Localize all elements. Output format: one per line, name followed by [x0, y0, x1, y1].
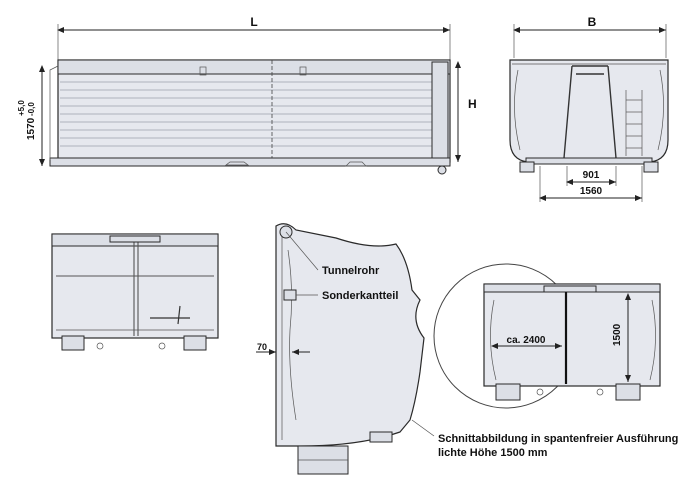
side-container-body: [57, 59, 451, 163]
vertical-tol-plus: +5,0: [17, 100, 26, 116]
side-roller: [437, 165, 447, 175]
top-container-body: [51, 233, 219, 339]
length-label: L: [250, 15, 257, 29]
label-tunnel: Tunnelrohr: [322, 265, 380, 277]
side-base-rail: [49, 157, 451, 167]
height-label: H: [468, 97, 477, 111]
side-ribs: [60, 81, 432, 147]
top-lever: [150, 305, 190, 325]
detail-view: ca. 2400 1500: [433, 263, 661, 409]
outer-dim-label: 1560: [580, 186, 603, 197]
top-roller-left: [61, 335, 85, 351]
end-roller-right: [643, 161, 659, 173]
label-profile: Sonderkantteil: [322, 290, 398, 302]
end-roller-left: [519, 161, 535, 173]
vertical-dim-label: 1570: [26, 117, 37, 140]
end-view: B 901 1560: [509, 15, 669, 202]
side-rear-door: [431, 61, 449, 161]
width-label: B: [588, 15, 597, 29]
end-container-body: [509, 59, 669, 163]
detail-height-label: 1500: [612, 323, 623, 346]
caption-line2: lichte Höhe 1500 mm: [438, 447, 548, 459]
end-hook-frame: [563, 65, 617, 159]
offset-label: 70: [257, 342, 267, 352]
caption-line1: Schnittabbildung in spantenfreier Ausfüh…: [438, 433, 678, 445]
detail-roller-left: [495, 383, 521, 401]
special-profile: [283, 289, 297, 301]
vertical-tol-minus: -0,0: [27, 102, 36, 116]
section-body: [275, 223, 425, 447]
end-ladder: [625, 90, 643, 156]
inner-dim-label: 901: [583, 170, 600, 181]
detail-width-label: ca. 2400: [507, 335, 546, 346]
caption-leader: [411, 419, 435, 437]
top-roller-right: [183, 335, 207, 351]
side-view: L H 15: [17, 15, 477, 175]
detail-roller-right: [615, 383, 641, 401]
section-view: Tunnelrohr Sonderkantteil 70: [256, 223, 425, 475]
top-view: [51, 233, 219, 351]
